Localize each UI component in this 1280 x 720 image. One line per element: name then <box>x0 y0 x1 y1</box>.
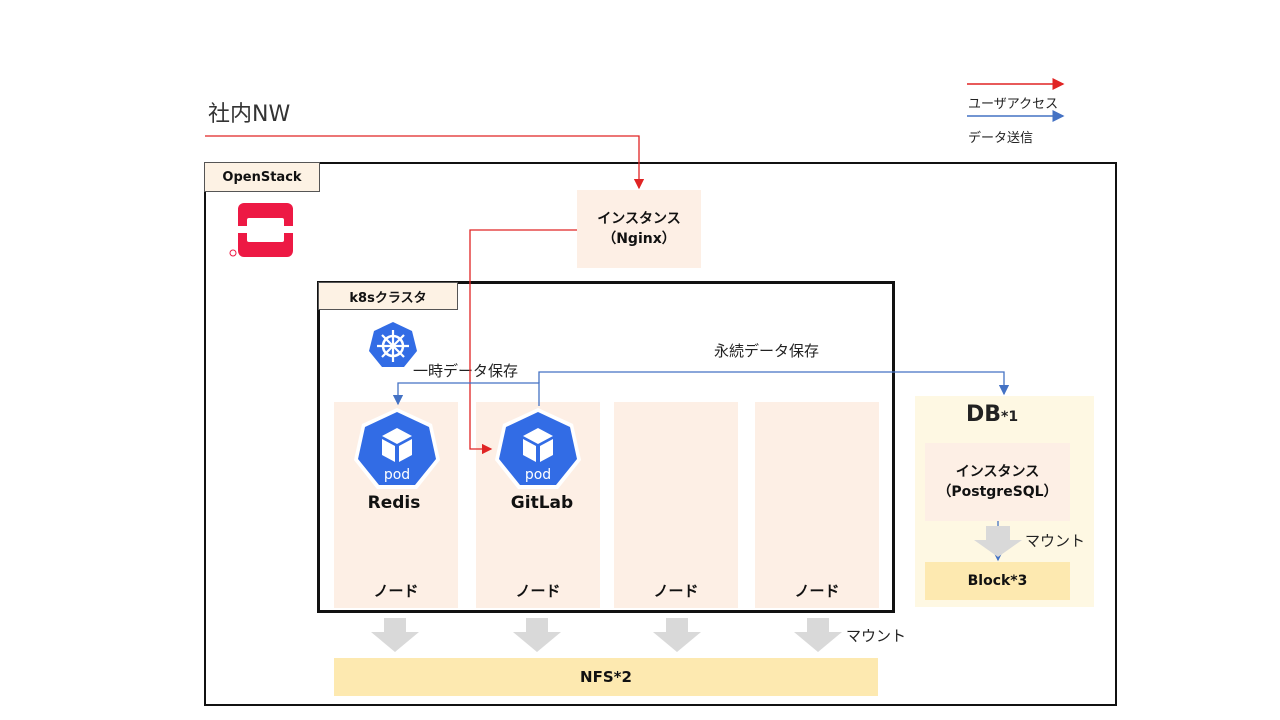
k8s-node-4 <box>755 402 879 608</box>
nfs-mount-label: マウント <box>846 627 907 645</box>
postgres-instance-box: インスタンス （PostgreSQL） <box>925 443 1070 521</box>
nfs-mount-arrow-2 <box>513 618 561 652</box>
db-mount-label: マウント <box>1025 532 1086 550</box>
nfs-mount-arrow-4 <box>794 618 842 652</box>
k8s-node-3 <box>614 402 738 608</box>
node-label-3: ノード <box>653 582 699 600</box>
nginx-instance-box: インスタンス （Nginx） <box>577 190 701 268</box>
access-arrow-to-gitlab <box>469 229 577 455</box>
nfs-mount-arrow-3 <box>653 618 701 652</box>
nginx-instance-label: インスタンス <box>597 211 681 227</box>
db-title: DB*1 <box>966 402 1018 427</box>
nginx-instance-sublabel: （Nginx） <box>602 231 676 247</box>
openstack-frame <box>204 162 1117 706</box>
openstack-label: OpenStack <box>204 162 320 192</box>
gitlab-pod-label: GitLab <box>510 493 574 513</box>
data-arrow-to-db <box>538 371 1010 396</box>
access-arrow-to-nginx <box>205 135 645 190</box>
persistent-storage-label: 永続データ保存 <box>714 342 820 360</box>
node-label-4: ノード <box>794 582 840 600</box>
legend-access-label: ユーザアクセス <box>968 97 1059 112</box>
redis-pod-icon <box>354 408 440 489</box>
db-footnote: *1 <box>1001 409 1019 425</box>
postgres-instance-label: インスタンス <box>955 464 1040 480</box>
k8s-cluster-label: k8sクラスタ <box>318 282 458 310</box>
redis-pod-icon-text: pod <box>383 467 411 483</box>
page-title: 社内NW <box>208 102 291 127</box>
gitlab-pod-icon-text: pod <box>524 467 552 483</box>
gitlab-pod-icon <box>495 408 581 489</box>
node-label-1: ノード <box>373 582 419 600</box>
k8s-cluster-frame <box>317 281 895 613</box>
block-storage-box: Block*3 <box>925 562 1070 600</box>
kubernetes-logo-icon <box>369 322 417 367</box>
node-label-2: ノード <box>515 582 561 600</box>
postgres-instance-sublabel: （PostgreSQL） <box>937 484 1058 500</box>
legend-arrows <box>967 78 1065 122</box>
legend: ユーザアクセス データ送信 <box>965 76 1075 146</box>
nfs-mount-arrow-1 <box>371 618 419 652</box>
data-arrow-to-redis <box>392 382 540 406</box>
db-mount-arrow <box>974 526 1022 557</box>
openstack-logo-icon <box>229 203 293 257</box>
legend-data-label: データ送信 <box>968 131 1034 146</box>
db-title-text: DB <box>966 402 1002 427</box>
nfs-box: NFS*2 <box>334 658 878 696</box>
redis-pod-label: Redis <box>367 493 421 513</box>
temp-storage-label: 一時データ保存 <box>413 362 519 380</box>
